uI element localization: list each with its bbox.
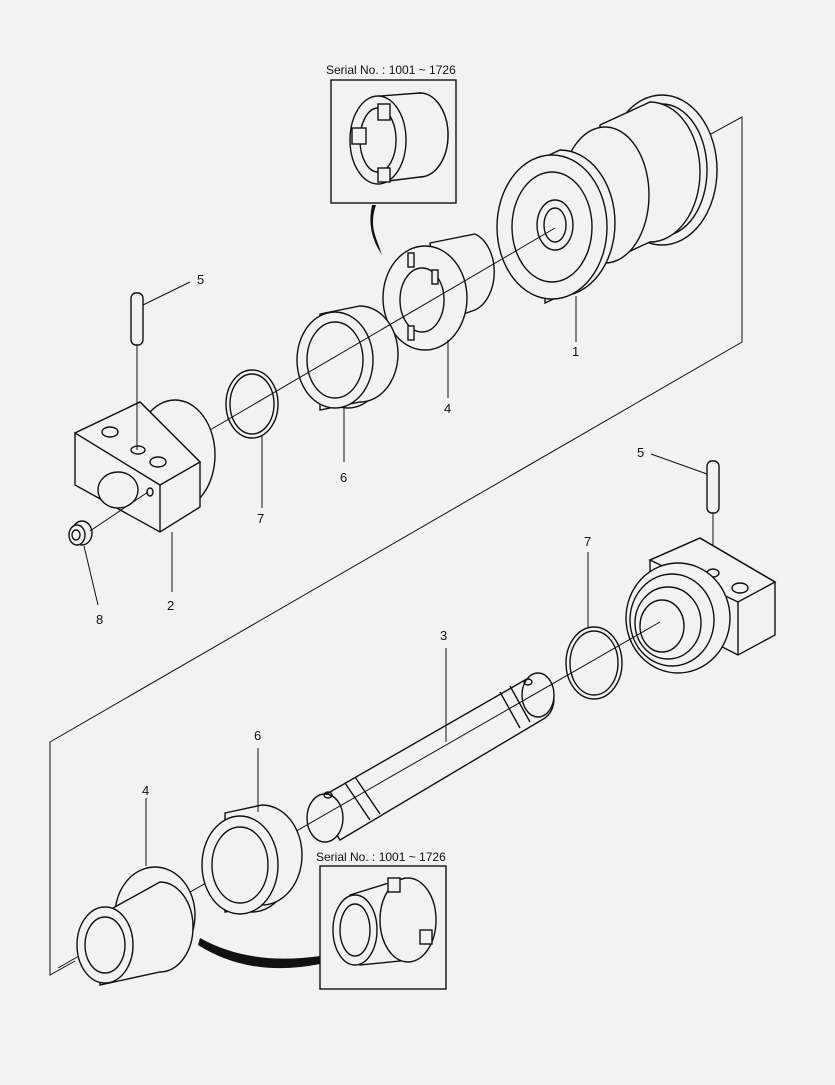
bottom-serial-label: Serial No. : 1001 ~ 1726 — [316, 850, 446, 864]
callout-labels: 1 2 3 4 4 5 5 6 6 7 7 8 — [96, 272, 644, 798]
callout-4-top: 4 — [444, 401, 451, 416]
top-serial-label: Serial No. : 1001 ~ 1726 — [326, 63, 456, 77]
top-inset-bushing — [349, 92, 449, 185]
callout-4-bottom: 4 — [142, 783, 149, 798]
part-7-oring-bottom — [565, 552, 623, 700]
callout-1: 1 — [572, 344, 579, 359]
part-5-pin-top — [130, 281, 191, 450]
bottom-inset-bushing — [332, 877, 437, 966]
assembly-frame — [49, 116, 743, 976]
part-7-oring-top — [225, 369, 279, 508]
part-4-bushing-bottom — [76, 798, 320, 986]
callout-8: 8 — [96, 612, 103, 627]
collar-bottom — [625, 537, 777, 674]
callout-3: 3 — [440, 628, 447, 643]
bottom-serial-inset: Serial No. : 1001 ~ 1726 — [316, 850, 447, 990]
top-axis-line — [209, 227, 556, 431]
part-4-bushing-top — [382, 233, 495, 398]
part-1-roller — [496, 94, 718, 342]
part-3-shaft — [306, 648, 555, 843]
callout-7-top: 7 — [257, 511, 264, 526]
callout-6-top: 6 — [340, 470, 347, 485]
callout-2: 2 — [167, 598, 174, 613]
top-serial-inset: Serial No. : 1001 ~ 1726 — [326, 63, 457, 255]
part-8-plug — [68, 491, 149, 606]
callout-7-bottom: 7 — [584, 534, 591, 549]
part-6-seal-top — [296, 305, 399, 462]
callout-6-bottom: 6 — [254, 728, 261, 743]
callout-5-top: 5 — [197, 272, 204, 287]
top-inset-arrow — [370, 205, 382, 255]
part-6-seal-bottom — [201, 748, 303, 915]
part-2-collar — [73, 399, 216, 592]
callout-5-bottom: 5 — [637, 445, 644, 460]
